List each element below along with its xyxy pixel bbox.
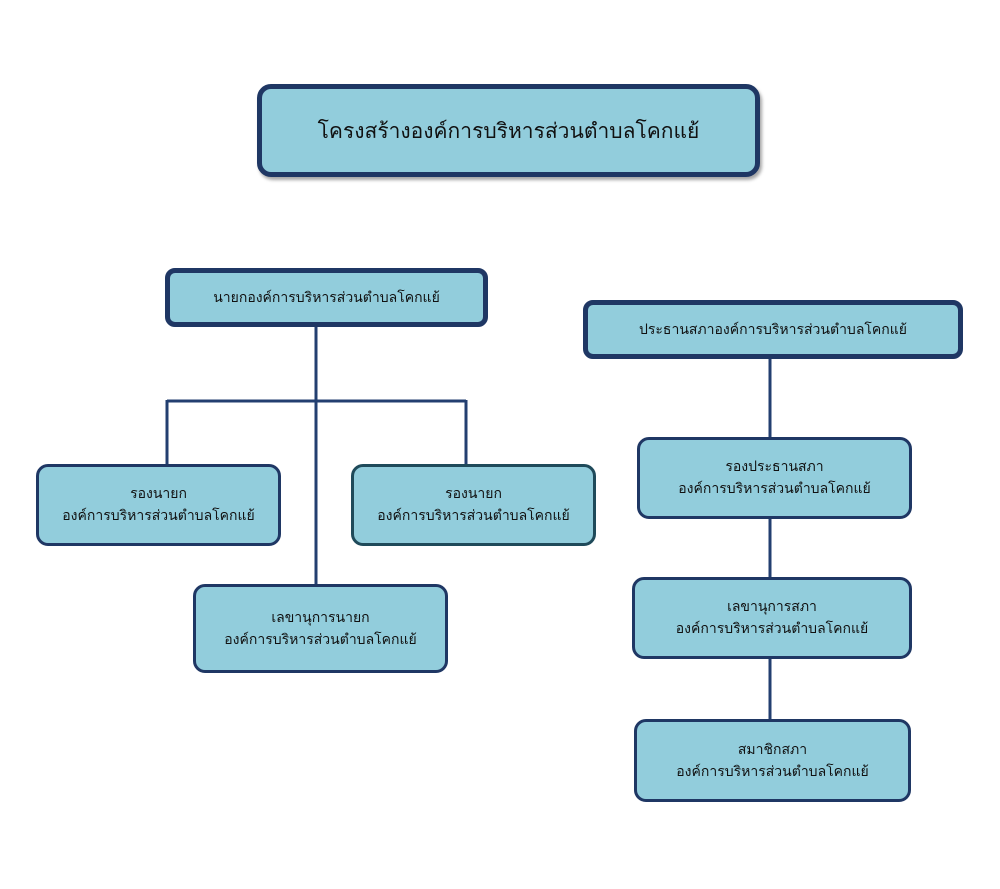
mayor-secretary-box: เลขานุการนายก องค์การบริหารส่วนตำบลโคกแย…: [193, 584, 448, 673]
deputy-mayor-1-box: รองนายก องค์การบริหารส่วนตำบลโคกแย้: [36, 464, 281, 546]
deputy-mayor-1-role: รองนายก: [130, 486, 187, 502]
deputy-mayor-2-org: องค์การบริหารส่วนตำบลโคกแย้: [377, 508, 570, 524]
council-member-box: สมาชิกสภา องค์การบริหารส่วนตำบลโคกแย้: [634, 719, 911, 802]
council-chair-label: ประธานสภาองค์การบริหารส่วนตำบลโคกแย้: [638, 321, 907, 338]
deputy-mayor-1-org: องค์การบริหารส่วนตำบลโคกแย้: [62, 508, 255, 524]
council-secretary-box: เลขานุการสภา องค์การบริหารส่วนตำบลโคกแย้: [632, 577, 912, 659]
council-secretary-org: องค์การบริหารส่วนตำบลโคกแย้: [675, 621, 869, 637]
mayor-secretary-role: เลขานุการนายก: [271, 609, 370, 626]
mayor-box: นายกองค์การบริหารส่วนตำบลโคกแย้: [165, 268, 488, 327]
deputy-mayor-2-box: รองนายก องค์การบริหารส่วนตำบลโคกแย้: [351, 464, 596, 546]
council-member-org: องค์การบริหารส่วนตำบลโคกแย้: [676, 763, 869, 780]
chart-title-box: โครงสร้างองค์การบริหารส่วนตำบลโคกแย้: [257, 84, 760, 177]
council-vice-chair-box: รองประธานสภา องค์การบริหารส่วนตำบลโคกแย้: [637, 437, 912, 519]
mayor-secretary-org: องค์การบริหารส่วนตำบลโคกแย้: [224, 631, 417, 648]
council-member-role: สมาชิกสภา: [737, 741, 808, 758]
mayor-label: นายกองค์การบริหารส่วนตำบลโคกแย้: [213, 289, 440, 306]
council-secretary-role: เลขานุการสภา: [727, 599, 817, 615]
council-vice-chair-role: รองประธานสภา: [725, 459, 824, 475]
council-chair-box: ประธานสภาองค์การบริหารส่วนตำบลโคกแย้: [583, 300, 963, 359]
deputy-mayor-2-role: รองนายก: [445, 486, 502, 502]
council-vice-chair-org: องค์การบริหารส่วนตำบลโคกแย้: [678, 481, 871, 497]
chart-title: โครงสร้างองค์การบริหารส่วนตำบลโคกแย้: [317, 118, 700, 143]
